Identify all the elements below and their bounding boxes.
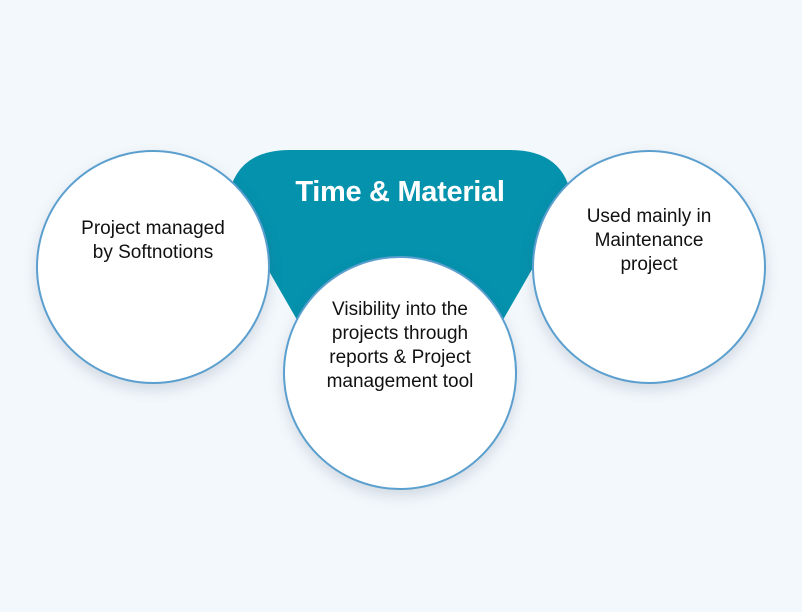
circle-left-text: Project managed by Softnotions: [81, 218, 225, 263]
circle-center: Visibility into the projects through rep…: [283, 256, 517, 490]
diagram-title: Time & Material: [295, 176, 505, 208]
circle-right: Used mainly in Maintenance project: [532, 150, 766, 384]
circle-left: Project managed by Softnotions: [36, 150, 270, 384]
circle-center-text: Visibility into the projects through rep…: [326, 299, 474, 392]
circle-right-text: Used mainly in Maintenance project: [586, 206, 712, 275]
